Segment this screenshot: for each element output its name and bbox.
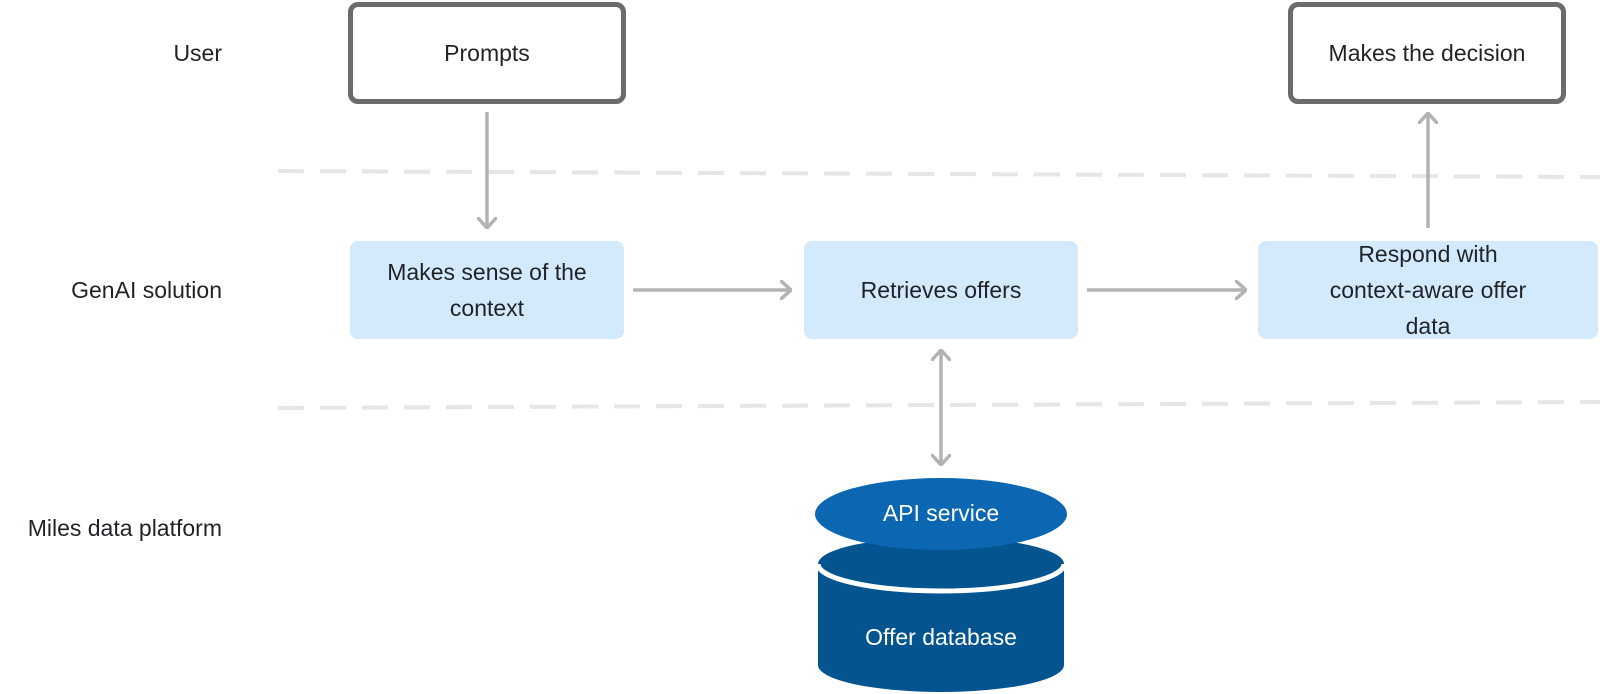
lane-label-user: User: [173, 40, 222, 66]
prompts-label: Prompts: [444, 40, 530, 66]
makes-decision-label: Makes the decision: [1328, 40, 1526, 66]
respond-offer-data-box: Respond with context-aware offer data: [1258, 241, 1598, 339]
lane-label-platform: Miles data platform: [27, 515, 222, 541]
lane-divider-top: [277, 169, 1600, 179]
make-sense-context-label: Makes sense of the context: [387, 259, 587, 321]
retrieves-offers-label: Retrieves offers: [860, 277, 1022, 303]
offer-database-label: Offer database: [865, 624, 1017, 650]
lane-label-genai: GenAI solution: [71, 277, 222, 303]
prompts-box: Prompts: [348, 2, 626, 104]
api-service-label: API service: [882, 500, 1000, 526]
offer-database-cylinder: [815, 537, 1067, 692]
lane-divider-bottom: [277, 400, 1600, 410]
respond-offer-data-label: Respond with context-aware offer data: [1329, 241, 1527, 339]
api-service-ellipse: [815, 478, 1067, 550]
retrieves-offers-box: Retrieves offers: [804, 241, 1078, 339]
makes-decision-box: Makes the decision: [1288, 2, 1566, 104]
make-sense-context-box: Makes sense of the context: [350, 241, 624, 339]
